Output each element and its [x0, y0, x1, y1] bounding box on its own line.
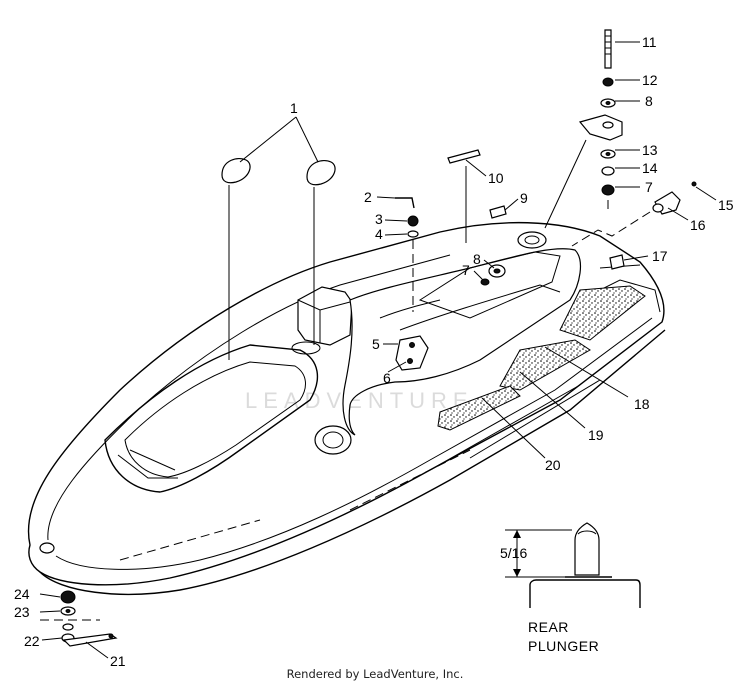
- mat-left: [437, 385, 521, 431]
- callout-23: 23: [14, 604, 30, 620]
- callout-11: 11: [642, 34, 657, 50]
- handlebar-pod: [297, 286, 353, 346]
- callout-5: 5: [372, 336, 380, 352]
- caption-plunger: PLUNGER: [528, 638, 599, 654]
- footer-credit: Rendered by LeadVenture, Inc.: [287, 667, 464, 681]
- callout-4: 4: [375, 226, 383, 242]
- caption-rear: REAR: [528, 619, 569, 635]
- bolt-stack: [544, 29, 623, 229]
- callout-2: 2: [364, 189, 372, 205]
- rear-plunger-detail: 5/16 REAR PLUNGER: [500, 522, 641, 654]
- callout-3: 3: [375, 211, 383, 227]
- mat-right: [559, 285, 646, 341]
- callout-10: 10: [488, 170, 504, 186]
- mat-mid: [499, 339, 591, 391]
- lower-assembly: [40, 590, 118, 647]
- callout-14: 14: [642, 160, 658, 176]
- callout-24: 24: [14, 586, 30, 602]
- callout-7-top: 7: [645, 179, 653, 195]
- callout-9: 9: [520, 190, 528, 206]
- rear-decal: [609, 254, 625, 270]
- side-port: [314, 425, 352, 455]
- trim-strip: [447, 149, 481, 164]
- callout-12: 12: [642, 72, 658, 88]
- callout-13: 13: [642, 142, 658, 158]
- callout-18: 18: [634, 396, 650, 412]
- drain-plug-assembly: [395, 335, 429, 371]
- callout-17: 17: [652, 248, 668, 264]
- grab-handle-assembly: [395, 197, 419, 312]
- callout-7-mid: 7: [462, 262, 470, 278]
- callout-8-mid: 8: [473, 251, 481, 267]
- callout-16: 16: [690, 217, 706, 233]
- mid-fastener: [480, 264, 506, 286]
- leader-lines: [39, 41, 717, 659]
- callout-20: 20: [545, 457, 561, 473]
- callout-1: 1: [290, 100, 298, 116]
- callout-15: 15: [718, 197, 734, 213]
- plunger-assembly: [571, 181, 697, 247]
- callout-19: 19: [588, 427, 604, 443]
- callout-6: 6: [383, 370, 391, 386]
- callout-numbers: 1 2 3 4 5 6 7 8 9 10 11 12 8 13 14 7 15 …: [14, 34, 734, 669]
- watercraft-hull: [27, 221, 666, 595]
- decal-plate: [489, 205, 507, 219]
- callout-21: 21: [110, 653, 126, 669]
- bow-eye: [39, 542, 55, 554]
- callout-22: 22: [24, 633, 40, 649]
- fuel-cap: [517, 231, 547, 249]
- dimension-label: 5/16: [500, 545, 527, 561]
- hood-latches: [221, 157, 336, 360]
- callout-8-top: 8: [645, 93, 653, 109]
